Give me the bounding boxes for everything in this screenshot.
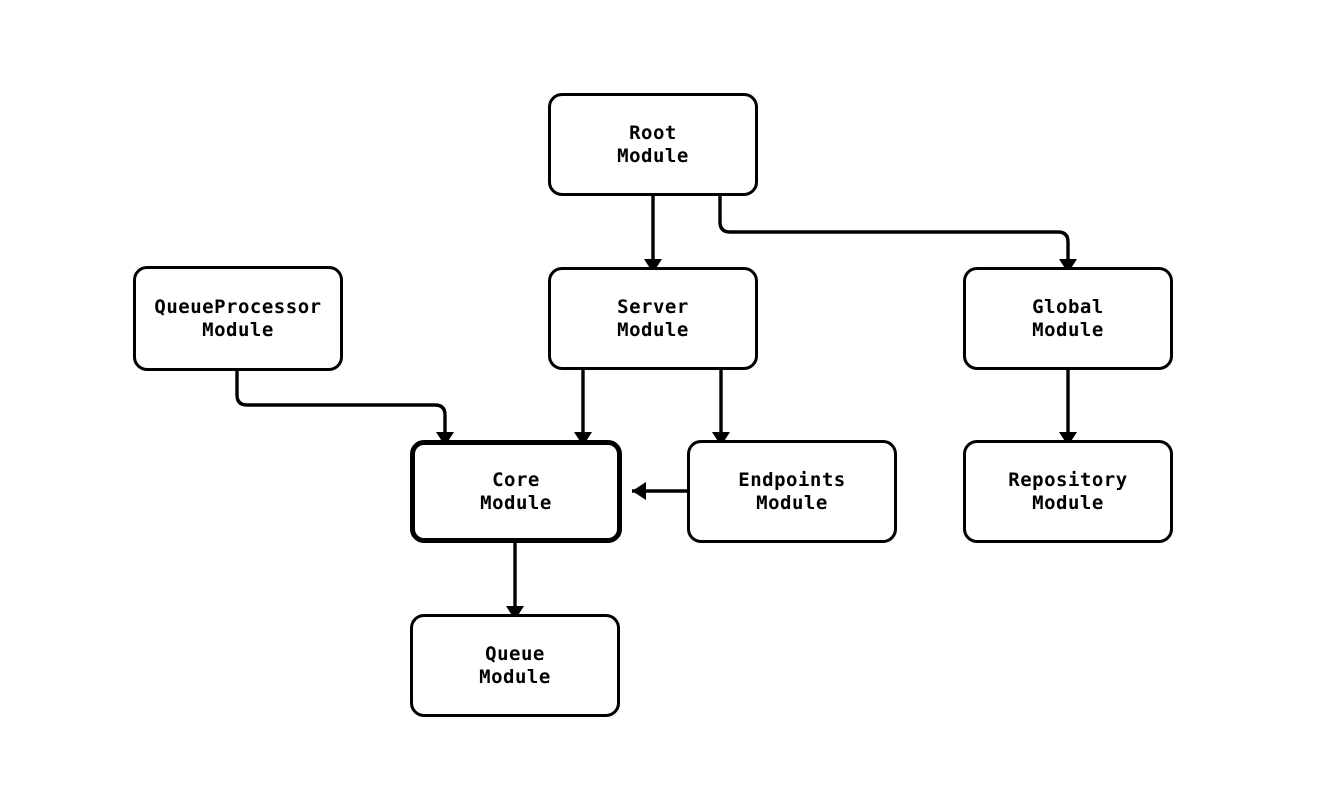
node-endpoints-module[interactable]: Endpoints Module [687, 440, 897, 543]
node-queue-module-line2: Module [479, 665, 551, 688]
node-endpoints-module-line1: Endpoints [738, 468, 846, 491]
node-server-module-line1: Server [617, 295, 689, 318]
arrowhead-endpoints-to-core [632, 482, 646, 500]
node-repository-module[interactable]: Repository Module [963, 440, 1173, 543]
node-queue-module-line1: Queue [485, 642, 545, 665]
edge-group [235, 196, 1070, 606]
node-global-module-line2: Module [1032, 318, 1104, 341]
node-repository-module-line1: Repository [1008, 468, 1128, 491]
node-root-module[interactable]: Root Module [548, 93, 758, 196]
node-global-module-line1: Global [1032, 295, 1104, 318]
node-queueprocessor-module[interactable]: QueueProcessor Module [133, 266, 343, 371]
node-repository-module-line2: Module [1032, 491, 1104, 514]
node-queueprocessor-module-line2: Module [202, 318, 274, 341]
node-queue-module[interactable]: Queue Module [410, 614, 620, 717]
node-root-module-line2: Module [617, 144, 689, 167]
node-queueprocessor-module-line1: QueueProcessor [154, 295, 322, 318]
node-global-module[interactable]: Global Module [963, 267, 1173, 370]
node-server-module-line2: Module [617, 318, 689, 341]
edge-queueprocessor-to-core [235, 371, 447, 432]
node-endpoints-module-line2: Module [756, 491, 828, 514]
node-server-module[interactable]: Server Module [548, 267, 758, 370]
node-core-module-line2: Module [480, 491, 552, 514]
node-core-module-line1: Core [492, 468, 540, 491]
edge-root-to-global [718, 196, 1070, 259]
node-core-module[interactable]: Core Module [410, 440, 622, 543]
node-root-module-line1: Root [629, 121, 677, 144]
